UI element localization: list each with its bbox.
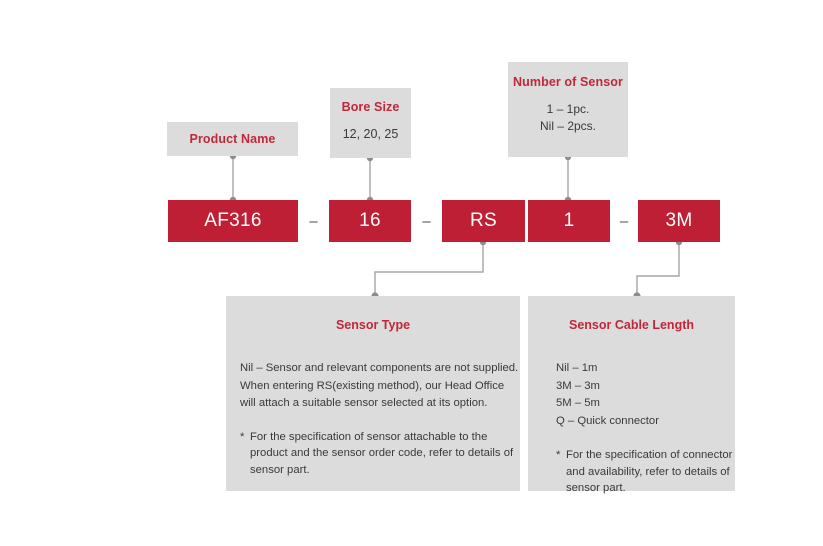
callout-sensor-cable-length-title: Sensor Cable Length [568,318,695,332]
callout-bore-size: Bore Size 12, 20, 25 [330,88,411,158]
callout-sensor-type-body: Nil – Sensor and relevant components are… [240,362,519,409]
note-text: For the specification of connector and a… [566,449,733,494]
code-segment-cable-length[interactable]: 3M [638,200,720,242]
callout-sensor-cable-length: Sensor Cable Length Nil – 1m 3M – 3m 5M … [528,296,735,494]
option-item: Nil – 2pcs. [539,119,597,133]
option-item: Nil – 1m [556,362,598,374]
callout-sensor-cable-length-note: * For the specification of connector and… [556,447,735,497]
callout-product-name: Product Name [167,122,298,156]
callout-sensor-cable-length-options: Nil – 1m 3M – 3m 5M – 5m Q – Quick conne… [556,360,735,430]
code-segment-product-name[interactable]: AF316 [168,200,298,242]
callout-sensor-type-note: * For the specification of sensor attach… [240,429,520,479]
note-asterisk: * [240,430,245,443]
callout-number-of-sensor-options: 1 – 1pc. Nil – 2pcs. [508,101,628,135]
callout-sensor-type-title: Sensor Type [335,318,411,332]
callout-product-name-title: Product Name [189,132,276,146]
code-separator: – [422,212,431,230]
option-item: 5M – 5m [556,397,600,409]
code-segment-sensor-type[interactable]: RS [442,200,525,242]
code-separator: – [309,212,318,230]
option-item: 3M – 3m [556,379,600,392]
option-item: Q – Quick connector [556,414,659,427]
code-separator: – [619,212,629,230]
code-segment-number-of-sensor[interactable]: 1 [528,200,610,242]
callout-number-of-sensor-title: Number of Sensor [513,75,623,89]
code-segment-bore-size[interactable]: 16 [329,200,411,242]
callout-number-of-sensor: Number of Sensor 1 – 1pc. Nil – 2pcs. [508,62,628,157]
callout-bore-size-title: Bore Size [341,100,400,114]
note-text: For the specification of sensor attachab… [250,430,514,476]
option-item: 1 – 1pc. [546,102,590,116]
note-asterisk: * [556,449,561,461]
callout-sensor-type: Sensor Type Nil – Sensor and relevant co… [226,296,520,491]
callout-bore-size-values: 12, 20, 25 [342,127,399,141]
